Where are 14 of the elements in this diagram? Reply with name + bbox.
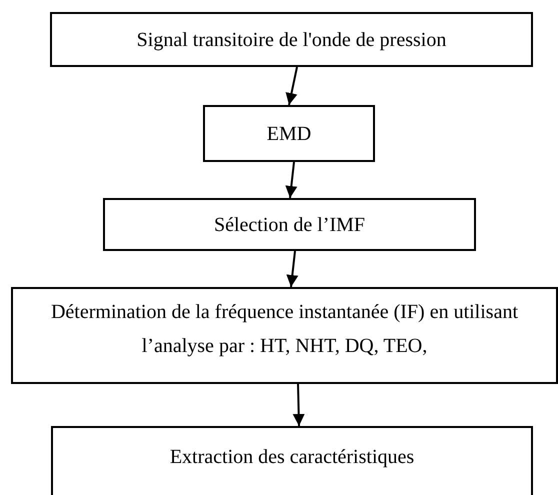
arrow	[286, 66, 298, 106]
process-box	[11, 287, 558, 384]
arrow	[286, 250, 298, 288]
arrow	[292, 384, 305, 426]
process-box	[50, 12, 533, 67]
box-text: Extraction des caractéristiques	[168, 445, 416, 470]
arrow	[285, 162, 298, 198]
box-text: Sélection de l’IMF	[212, 213, 366, 238]
box-text: Signal transitoire de l'onde de pression	[136, 28, 448, 53]
box-text: Détermination de la fréquence instantanée (IF) en utilisant l’analyse par : HT, NHT, DQ, TEO,	[50, 300, 520, 359]
process-box	[203, 105, 375, 162]
box-text: EMD	[266, 122, 312, 147]
process-box	[103, 198, 476, 251]
process-box	[51, 426, 533, 495]
